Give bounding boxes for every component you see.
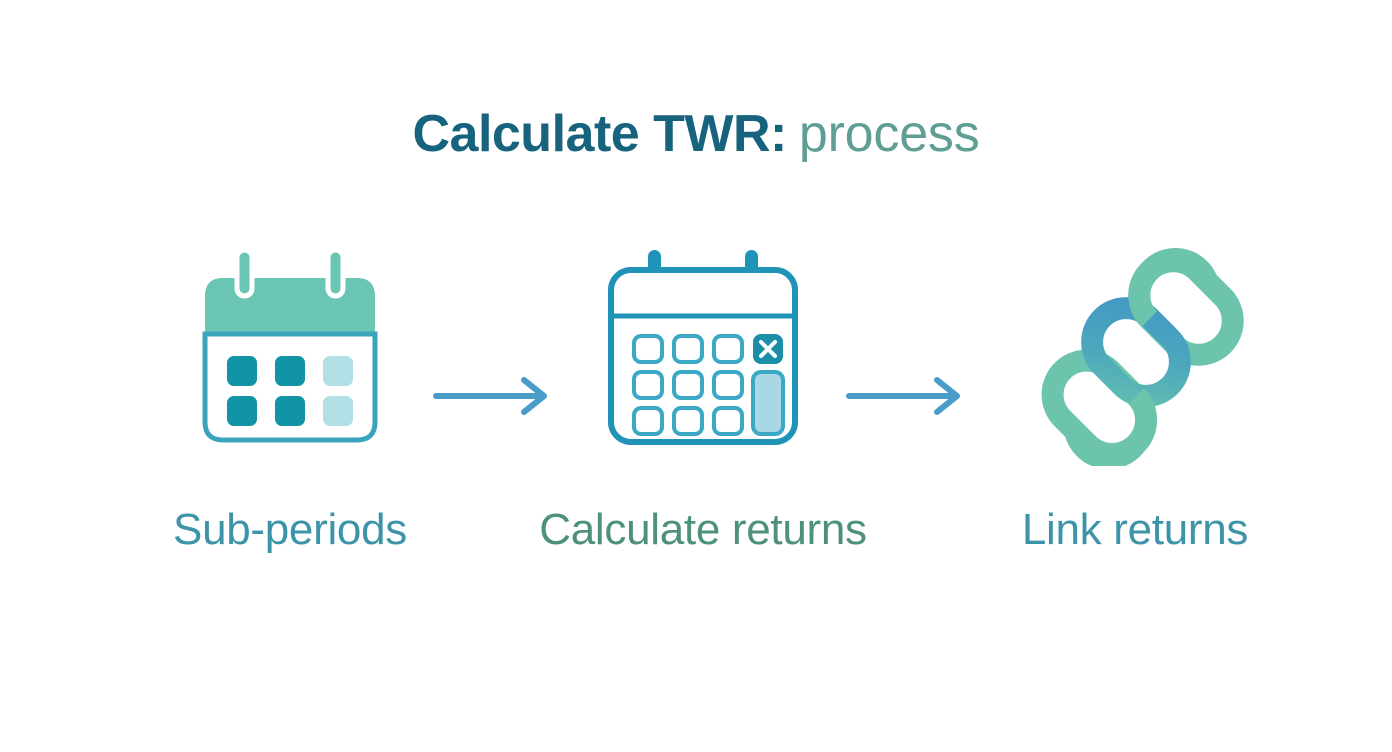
- calendar-cell: [323, 396, 353, 426]
- step-label-link-returns: Link returns: [1021, 505, 1249, 554]
- step-sub-periods[interactable]: [165, 236, 415, 466]
- calculator-key: [672, 334, 704, 364]
- calendar-icon: [202, 247, 378, 443]
- calculator-key: [632, 406, 664, 436]
- step-label-calculate-returns: Calculate returns: [539, 505, 867, 554]
- calculator-key: [712, 406, 744, 436]
- calendar-ring-left: [234, 247, 255, 299]
- arrow-2-icon: [846, 377, 960, 415]
- calendar-cell: [323, 356, 353, 386]
- calendar-cell: [227, 356, 257, 386]
- step-labels: Sub-periods Calculate returns Link retur…: [0, 505, 1392, 575]
- chain-overlap-bottom: [1064, 388, 1157, 466]
- calculator-key: [712, 370, 744, 400]
- step-calculate-returns[interactable]: [578, 236, 828, 466]
- calendar-cell: [227, 396, 257, 426]
- calendar-ring-right: [325, 247, 346, 299]
- calculator-key: [672, 370, 704, 400]
- calculator-key: [632, 334, 664, 364]
- chain-link-center: [1081, 297, 1191, 407]
- page-title-strong: Calculate TWR:: [412, 105, 787, 163]
- step-link-returns[interactable]: [1010, 236, 1260, 466]
- step-label-sub-periods: Sub-periods: [173, 505, 407, 554]
- calculator-key-tall: [751, 370, 785, 436]
- chain-link-icon: [1041, 248, 1244, 466]
- arrow-1-icon: [433, 377, 547, 415]
- page-title-light: process: [798, 105, 980, 163]
- calendar-header-band: [205, 278, 375, 334]
- calculator-key: [712, 334, 744, 364]
- calculator-key: [672, 406, 704, 436]
- calculator-key: [632, 370, 664, 400]
- calendar-cell: [275, 356, 305, 386]
- page-title: Calculate TWR:process: [0, 104, 1392, 164]
- chain-overlap-top: [1128, 248, 1218, 328]
- calculator-icon: [608, 250, 798, 445]
- process-flow: [0, 236, 1392, 466]
- calendar-cell: [275, 396, 305, 426]
